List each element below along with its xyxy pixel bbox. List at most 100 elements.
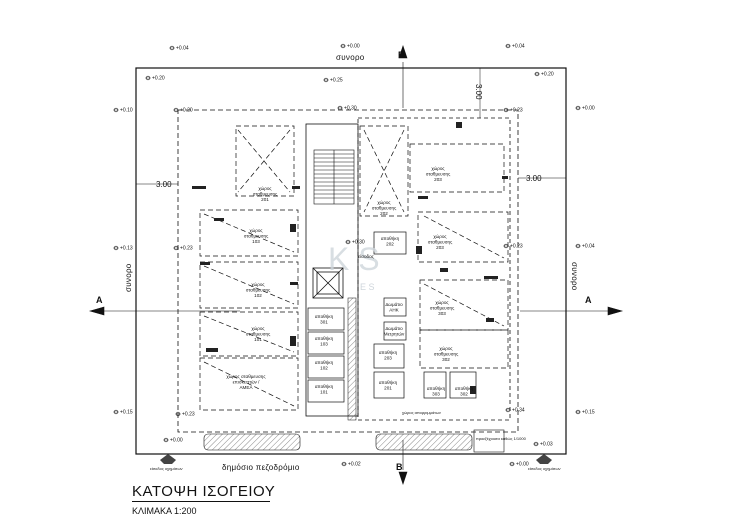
- svg-text:+0.30: +0.30: [352, 240, 365, 246]
- svg-text:+0.23: +0.23: [182, 412, 195, 418]
- entry-note-left: είσοδος οχημάτων: [150, 466, 183, 471]
- section-b-top: B: [398, 50, 405, 60]
- level-marker: +0.23: [503, 108, 523, 114]
- svg-text:+0.23: +0.23: [510, 108, 523, 114]
- svg-text:+0.15: +0.15: [582, 410, 595, 416]
- level-marker: +0.20: [145, 76, 165, 82]
- watermark: K S: [328, 241, 380, 277]
- level-marker: +0.23: [173, 246, 193, 252]
- svg-text:+0.00: +0.00: [516, 462, 529, 468]
- drawing-title: ΚΑΤΟΨΗ ΙΣΟΓΕΙΟΥ: [132, 483, 276, 500]
- column: [214, 218, 224, 221]
- svg-text:+0.13: +0.13: [120, 246, 133, 252]
- level-marker: +0.04: [505, 44, 525, 50]
- level-marker: +0.10: [113, 108, 133, 114]
- svg-text:+0.20: +0.20: [152, 76, 165, 82]
- boundary-label-left: συνορο: [124, 263, 133, 292]
- svg-text:+0.20: +0.20: [541, 72, 554, 78]
- column: [200, 262, 210, 265]
- building-outline: [177, 109, 519, 433]
- column: [290, 336, 296, 346]
- section-b-bottom: B: [396, 462, 403, 472]
- section-a-left: A: [96, 295, 103, 305]
- level-marker: +0.34: [505, 408, 525, 414]
- storage-rooms: [307, 231, 477, 403]
- column: [456, 122, 462, 128]
- svg-text:+0.23: +0.23: [510, 244, 523, 250]
- dimension-lines: [136, 68, 566, 185]
- column: [418, 196, 428, 199]
- boundary-label-right: συνορο: [570, 262, 579, 291]
- svg-text:+0.04: +0.04: [582, 244, 595, 250]
- column: [470, 386, 476, 394]
- column: [502, 176, 508, 179]
- side-note: προεξέχουσα καθώς 1/1000: [476, 436, 527, 441]
- dim-left: 3.00: [156, 180, 172, 189]
- room-label: είσοδος: [358, 254, 375, 259]
- level-marker: +0.04: [169, 46, 189, 52]
- lift-shaft: [312, 267, 344, 299]
- level-marker: +0.00: [575, 106, 595, 112]
- level-marker: +0.23: [503, 244, 523, 250]
- section-a-right: A: [585, 295, 592, 305]
- level-marker: +0.02: [341, 462, 361, 468]
- entry-markers: [160, 454, 552, 464]
- svg-text:+0.00: +0.00: [170, 438, 183, 444]
- svg-text:+0.00: +0.00: [347, 44, 360, 50]
- level-marker: +0.20: [173, 108, 193, 114]
- column: [440, 268, 448, 272]
- svg-text:+0.04: +0.04: [176, 46, 189, 52]
- level-marker: +0.00: [163, 438, 183, 444]
- column: [416, 246, 422, 254]
- level-marker: +0.20: [534, 72, 554, 78]
- level-marker: +0.00: [509, 462, 529, 468]
- svg-text:+0.20: +0.20: [180, 108, 193, 114]
- level-marker: +0.30: [337, 106, 357, 112]
- level-marker: +0.00: [340, 44, 360, 50]
- level-marker: +0.30: [345, 240, 365, 246]
- column: [206, 348, 218, 352]
- level-marker: +0.03: [533, 442, 553, 448]
- hatched-strips: [203, 297, 505, 453]
- drawing-scale: ΚΛΙΜΑΚΑ 1:200: [132, 506, 197, 516]
- column: [290, 282, 298, 285]
- bin-note: χώρος απορριμμάτων: [402, 410, 441, 415]
- svg-text:+0.25: +0.25: [330, 78, 343, 84]
- section-lines: [88, 45, 624, 485]
- column: [192, 186, 206, 189]
- column: [292, 186, 300, 189]
- staircase: [313, 149, 355, 205]
- svg-text:+0.23: +0.23: [180, 246, 193, 252]
- dim-top: 3.00: [474, 84, 483, 100]
- level-markers: +0.04 +0.00 +0.04 +0.20 +0.25 +0.20 +0.10 +0.20…: [113, 44, 595, 468]
- svg-text:+0.03: +0.03: [540, 442, 553, 448]
- dim-right: 3.00: [526, 174, 542, 183]
- street-label: δημόσιο πεζοδρόμιο: [222, 463, 300, 472]
- level-marker: +0.04: [575, 244, 595, 250]
- column: [484, 276, 498, 279]
- plot-boundary: [135, 67, 567, 455]
- level-marker: +0.15: [575, 410, 595, 416]
- columns: [192, 122, 508, 394]
- svg-text:+0.00: +0.00: [582, 106, 595, 112]
